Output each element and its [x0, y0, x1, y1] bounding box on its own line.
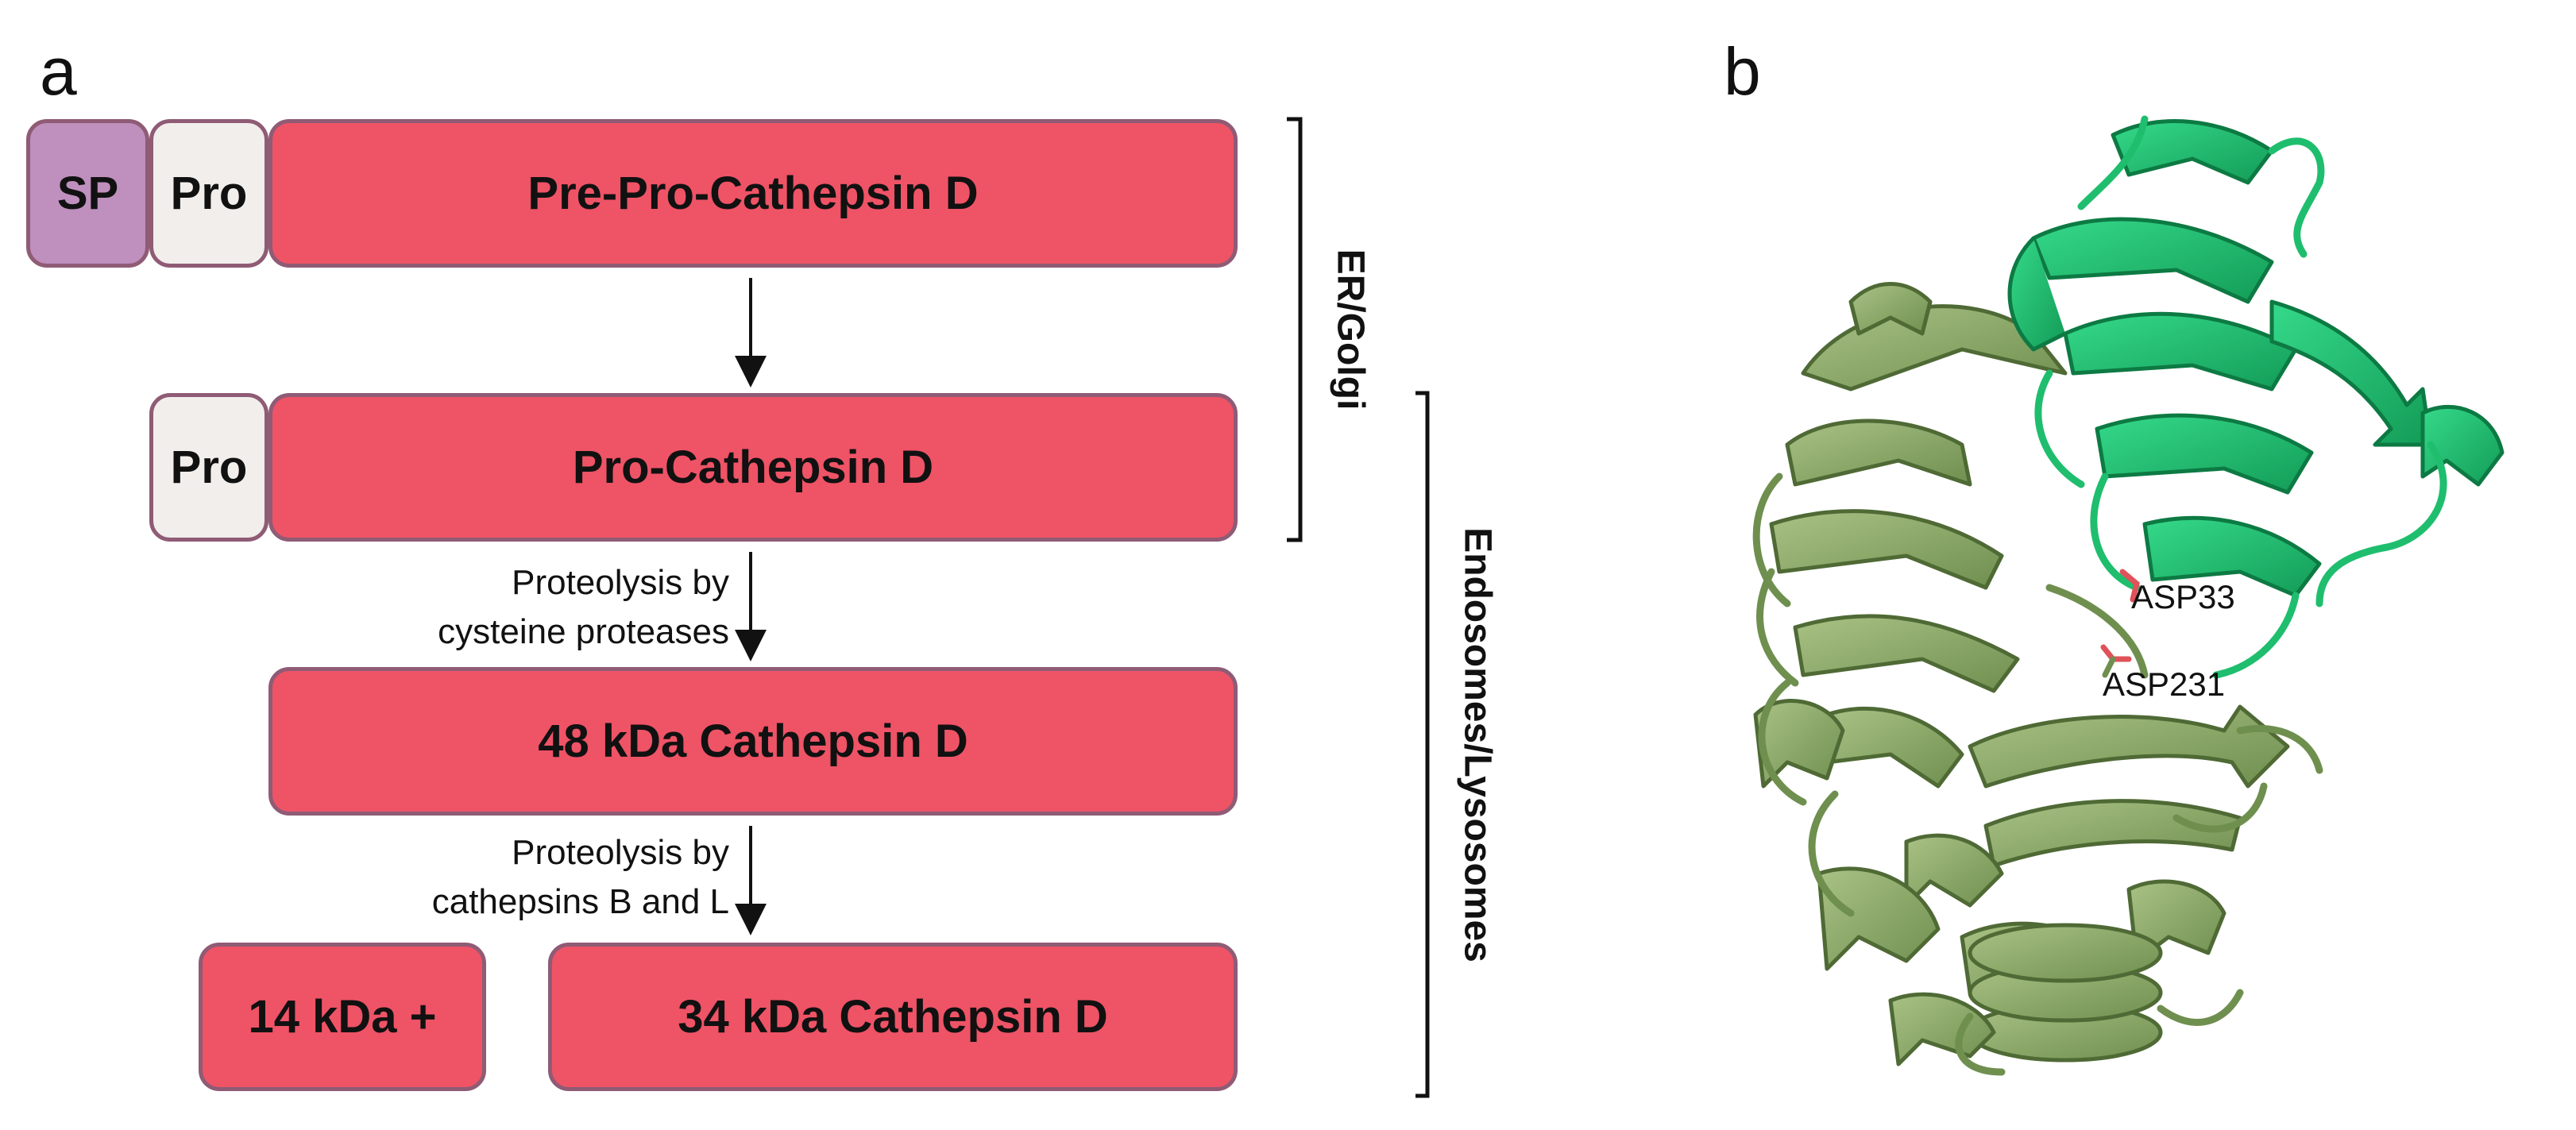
step-1-line-1: Proteolysis by: [512, 563, 729, 602]
light-chain-cartoon: [2007, 119, 2505, 598]
propeptide-box: Pro: [149, 119, 268, 268]
light-chain-loops: [2034, 115, 2447, 679]
step-1-line-2: cysteine proteases: [438, 612, 729, 651]
panel-a-label: a: [40, 34, 77, 109]
asp231-label: ASP231: [2103, 665, 2226, 703]
er-golgi-bracket: [1287, 117, 1303, 542]
endosomes-bracket: [1415, 391, 1430, 1098]
cathepsin-d-48kda-box: 48 kDa Cathepsin D: [268, 667, 1238, 816]
heavy-chain-34kda-box: 34 kDa Cathepsin D: [548, 943, 1238, 1091]
active-site-residues: [2100, 569, 2140, 678]
propeptide-box: Pro: [149, 393, 268, 542]
light-chain-14kda-box: 14 kDa +: [199, 943, 486, 1091]
heavy-chain-cartoon: [1753, 282, 2290, 1066]
prepro-cathepsin-d-box: Pre-Pro-Cathepsin D: [268, 119, 1238, 268]
asp33-label: ASP33: [2131, 578, 2235, 615]
heavy-chain-loops: [1752, 472, 2323, 1076]
step-2-line-1: Proteolysis by: [512, 833, 729, 872]
procathepsin-d-box: Pro-Cathepsin D: [268, 393, 1238, 542]
panel-b-label: b: [1724, 34, 1761, 109]
step-2-line-2: cathepsins B and L: [431, 882, 729, 921]
step-1-note: Proteolysis by cysteine proteases: [438, 558, 729, 657]
step-2-note: Proteolysis by cathepsins B and L: [432, 828, 729, 927]
signal-peptide-box: SP: [26, 119, 149, 268]
